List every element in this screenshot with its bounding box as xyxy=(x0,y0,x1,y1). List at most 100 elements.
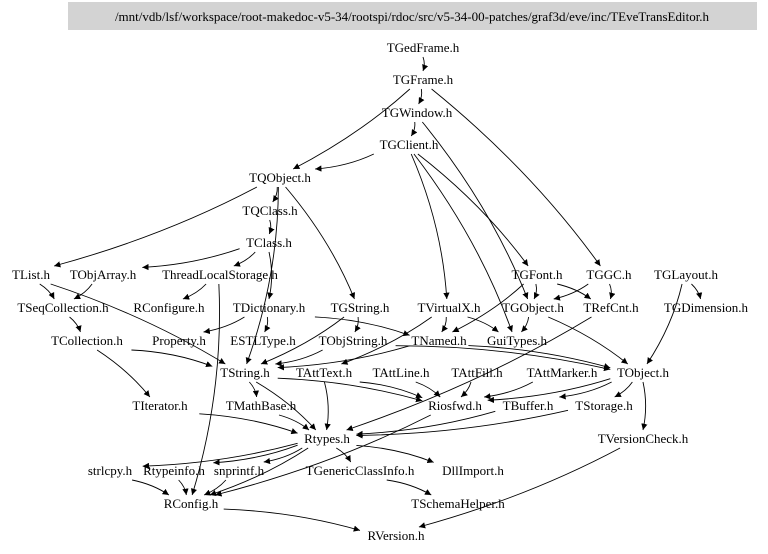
edge-tgclient-to-tvirtualx xyxy=(410,153,450,300)
edge-tcollection-to-titerator xyxy=(96,349,151,398)
node-tqclass: TQClass.h xyxy=(242,203,298,218)
edge-tgclient-to-guitypes xyxy=(413,153,513,333)
edge-rtypeinfo-to-rconfig xyxy=(178,479,189,496)
node-titerator: TIterator.h xyxy=(132,398,188,413)
edge-tglayout-to-tobject xyxy=(646,283,683,365)
edges xyxy=(39,56,703,532)
edge-tlist-to-tstring xyxy=(50,283,226,365)
edge-tdictionary-to-estltype xyxy=(264,316,271,333)
edge-rtypes-to-rconfig xyxy=(209,447,309,497)
node-tobjstring: TObjString.h xyxy=(319,333,388,348)
edge-tqobject-to-tgstring xyxy=(285,186,356,300)
edge-tgclient-to-tgfont xyxy=(417,153,529,267)
edge-tcollection-to-tstring xyxy=(131,349,213,368)
node-tgenericclassinfo: TGenericClassInfo.h xyxy=(306,463,415,478)
node-tstorage: TStorage.h xyxy=(575,398,633,413)
edge-tgenericclassinfo-to-tschemahelper xyxy=(386,479,432,496)
edge-titerator-to-rtypes xyxy=(199,413,298,435)
edge-tattmarker-to-riosfwd xyxy=(484,381,534,400)
node-tvirtualx: TVirtualX.h xyxy=(417,300,481,315)
root-file-box xyxy=(68,2,757,30)
edge-tstring-to-tmathbase xyxy=(249,381,259,398)
node-threadlocalstorage: ThreadLocalStorage.h xyxy=(162,267,278,282)
node-tqobject: TQObject.h xyxy=(249,170,311,185)
edge-rtypes-to-dllimport xyxy=(356,444,434,463)
node-tgobject: TGObject.h xyxy=(502,300,564,315)
edge-snprintf-to-rconfig xyxy=(203,479,227,496)
edge-rtypes-to-tgenericclassinfo xyxy=(336,447,352,463)
node-tdictionary: TDictionary.h xyxy=(233,300,306,315)
edge-tstorage-to-rtypes xyxy=(356,409,569,439)
node-tgstring: TGString.h xyxy=(331,300,390,315)
edge-tnamed-to-tobject xyxy=(468,345,611,370)
node-dllimport: DllImport.h xyxy=(442,463,504,478)
edge-tobject-to-tversioncheck xyxy=(641,381,648,431)
edge-tnamed-to-tstring xyxy=(277,345,410,371)
edge-tvirtualx-to-tatttext xyxy=(341,316,432,365)
edge-tqclass-to-tclass xyxy=(268,219,275,235)
root-file-label: /mnt/vdb/lsf/workspace/root-makedoc-v5-3… xyxy=(115,9,710,24)
node-tgfont: TGFont.h xyxy=(512,267,563,282)
edge-tclass-to-tdictionary xyxy=(267,251,274,300)
node-tclass: TClass.h xyxy=(246,235,292,250)
edge-tstring-to-rtypes xyxy=(255,381,317,431)
edge-tobject-to-tstorage xyxy=(614,381,633,398)
node-tbuffer: TBuffer.h xyxy=(503,398,554,413)
node-tattline: TAttLine.h xyxy=(372,365,430,380)
edge-tmathbase-to-rtypes xyxy=(278,414,310,431)
node-riosfwd: Riosfwd.h xyxy=(428,398,482,413)
node-tggc: TGGC.h xyxy=(586,267,632,282)
node-tmathbase: TMathBase.h xyxy=(226,398,297,413)
edge-tvirtualx-to-tnamed xyxy=(441,316,448,333)
edge-tgframe-to-tgwindow xyxy=(418,88,425,105)
node-tstring: TString.h xyxy=(220,365,270,380)
nodes: TGedFrame.hTGFrame.hTGWindow.hTGClient.h… xyxy=(12,40,749,543)
edge-tseqcollection-to-tcollection xyxy=(69,316,82,333)
node-property: Property.h xyxy=(152,333,206,348)
node-rversion: RVersion.h xyxy=(367,528,425,543)
node-rtypes: Rtypes.h xyxy=(304,431,350,446)
edge-tgfont-to-trefcnt xyxy=(557,283,592,300)
edge-tgfont-to-tgobject xyxy=(533,283,540,300)
edge-riosfwd-to-rconfig xyxy=(215,414,431,497)
edge-tqobject-to-tqclass xyxy=(272,186,279,203)
node-tnamed: TNamed.h xyxy=(411,333,467,348)
node-snprintf: snprintf.h xyxy=(214,463,265,478)
node-strlcpy: strlcpy.h xyxy=(88,463,133,478)
node-tgedframe: TGedFrame.h xyxy=(387,40,460,55)
edge-tobjarray-to-tseqcollection xyxy=(73,283,93,300)
edge-threadlocalstorage-to-rconfigure xyxy=(182,283,207,300)
edge-tatttext-to-riosfwd xyxy=(359,381,423,399)
node-rconfigure: RConfigure.h xyxy=(133,300,205,315)
node-estltype: ESTLType.h xyxy=(230,333,296,348)
edge-strlcpy-to-rconfig xyxy=(132,479,170,496)
node-tattfill: TAttFill.h xyxy=(451,365,503,380)
edge-tobjstring-to-tobject xyxy=(395,345,611,372)
edge-tgclient-to-tqobject xyxy=(315,153,375,172)
edge-tqobject-to-tlist xyxy=(53,186,258,268)
edge-tgobject-to-tobject xyxy=(548,316,629,365)
edge-tgwindow-to-tgclient xyxy=(410,121,418,137)
edge-rconfig-to-rversion xyxy=(223,508,361,532)
edge-tclass-to-tobjarray xyxy=(142,248,240,271)
node-tgdimension: TGDimension.h xyxy=(664,300,749,315)
edge-tgstring-to-tobjstring xyxy=(354,316,361,333)
edge-rtypes-to-snprintf xyxy=(263,447,303,465)
node-tschemahelper: TSchemaHelper.h xyxy=(411,496,505,511)
edge-threadlocalstorage-to-rconfig xyxy=(190,283,220,496)
edge-rtypes-to-rtypeinfo xyxy=(213,444,298,466)
node-trefcnt: TRefCnt.h xyxy=(583,300,639,315)
node-tattmarker: TAttMarker.h xyxy=(527,365,598,380)
edge-rtypes-to-strlcpy xyxy=(142,442,298,470)
edge-tattline-to-riosfwd xyxy=(415,381,441,398)
edge-tstring-to-riosfwd xyxy=(277,377,423,403)
edge-tglayout-to-tgdimension xyxy=(691,283,703,300)
node-rconfig: RConfig.h xyxy=(164,496,219,511)
edge-tatttext-to-rtypes xyxy=(323,381,331,431)
node-tcollection: TCollection.h xyxy=(51,333,123,348)
edge-tlist-to-tseqcollection xyxy=(39,283,55,300)
node-tversioncheck: TVersionCheck.h xyxy=(598,431,689,446)
node-tatttext: TAttText.h xyxy=(296,365,353,380)
node-tseqcollection: TSeqCollection.h xyxy=(17,300,109,315)
